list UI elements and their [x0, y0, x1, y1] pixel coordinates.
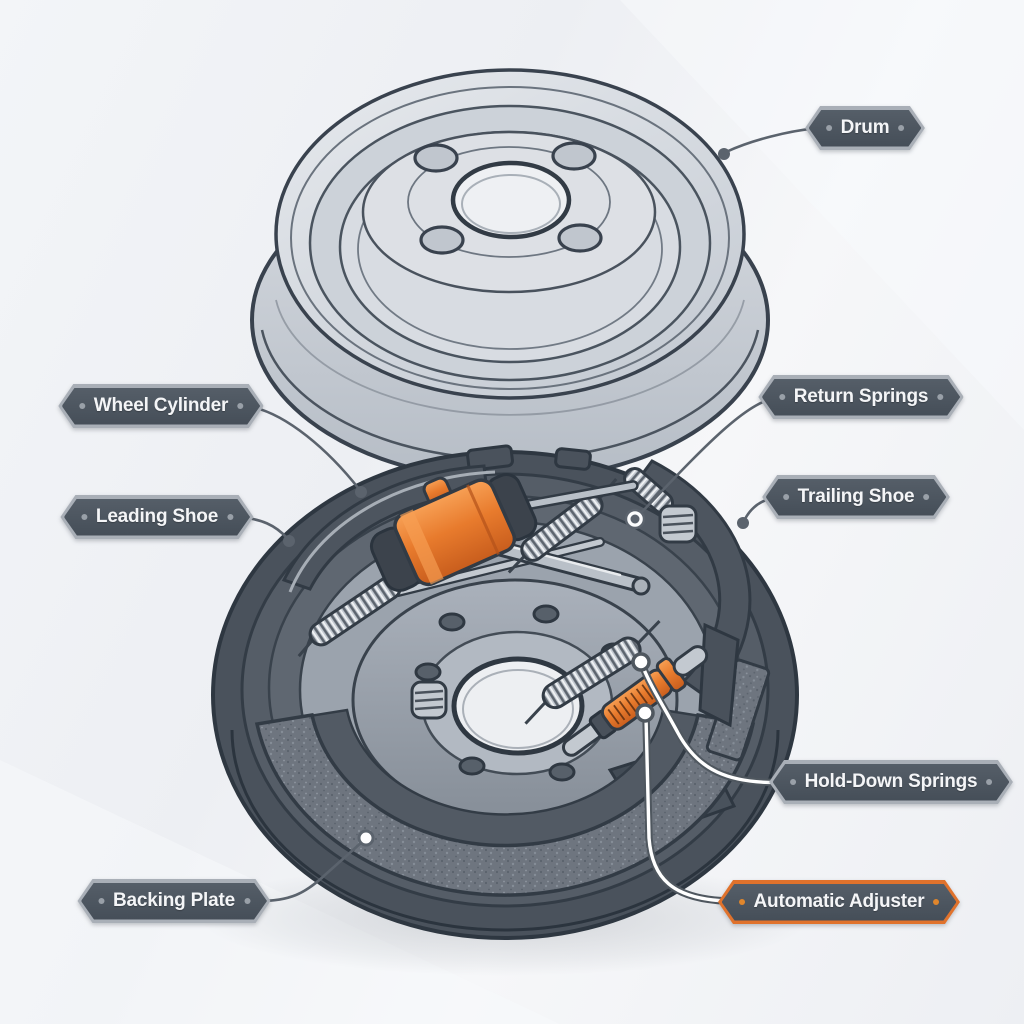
label-text-hold-down-springs: Hold-Down Springs: [804, 771, 978, 792]
badge-dot-left-icon: [739, 899, 745, 905]
badge-dot-left-icon: [81, 514, 87, 520]
badge-dot-left-icon: [98, 898, 104, 904]
label-return-springs: Return Springs: [758, 375, 963, 419]
badge-dot-right-icon: [923, 494, 929, 500]
badge-dot-right-icon: [227, 514, 233, 520]
leader-hold-down-springs: [631, 652, 796, 787]
label-trailing-shoe: Trailing Shoe: [762, 475, 950, 519]
label-hold-down-springs: Hold-Down Springs: [769, 760, 1013, 804]
label-wheel-cylinder: Wheel Cylinder: [58, 384, 263, 428]
label-text-backing-plate: Backing Plate: [112, 890, 236, 911]
label-text-trailing-shoe: Trailing Shoe: [797, 486, 915, 507]
brake-drum-illustration: [250, 68, 770, 482]
return-spring-illustration: [297, 467, 685, 658]
label-text-leading-shoe: Leading Shoe: [95, 506, 219, 527]
label-text-drum: Drum: [840, 117, 890, 138]
badge-dot-right-icon: [986, 779, 992, 785]
leader-automatic-adjuster: [635, 703, 731, 905]
badge-dot-left-icon: [783, 494, 789, 500]
label-text-return-springs: Return Springs: [793, 386, 929, 407]
label-text-automatic-adjuster: Automatic Adjuster: [753, 891, 925, 912]
badge-dot-right-icon: [244, 898, 250, 904]
trailing-shoe-illustration: [632, 459, 771, 762]
badge-dot-right-icon: [237, 403, 243, 409]
background-streak: [620, 0, 1024, 430]
badge-dot-right-icon: [933, 899, 939, 905]
badge-dot-left-icon: [790, 779, 796, 785]
drum-lug-holes: [413, 141, 603, 255]
badge-dot-left-icon: [79, 403, 85, 409]
label-drum: Drum: [805, 106, 925, 150]
badge-dot-right-icon: [937, 394, 943, 400]
axle-hole: [451, 656, 585, 756]
parking-lever: [698, 622, 740, 728]
badge-dot-left-icon: [826, 125, 832, 131]
label-leading-shoe: Leading Shoe: [60, 495, 253, 539]
label-backing-plate: Backing Plate: [77, 879, 270, 923]
label-text-wheel-cylinder: Wheel Cylinder: [93, 395, 229, 416]
wheel-cylinder-illustration: [369, 473, 639, 592]
badge-dot-right-icon: [898, 125, 904, 131]
hold-down-spring-illustration: [410, 504, 698, 725]
badge-dot-left-icon: [779, 394, 785, 400]
label-automatic-adjuster: Automatic Adjuster: [718, 880, 960, 924]
